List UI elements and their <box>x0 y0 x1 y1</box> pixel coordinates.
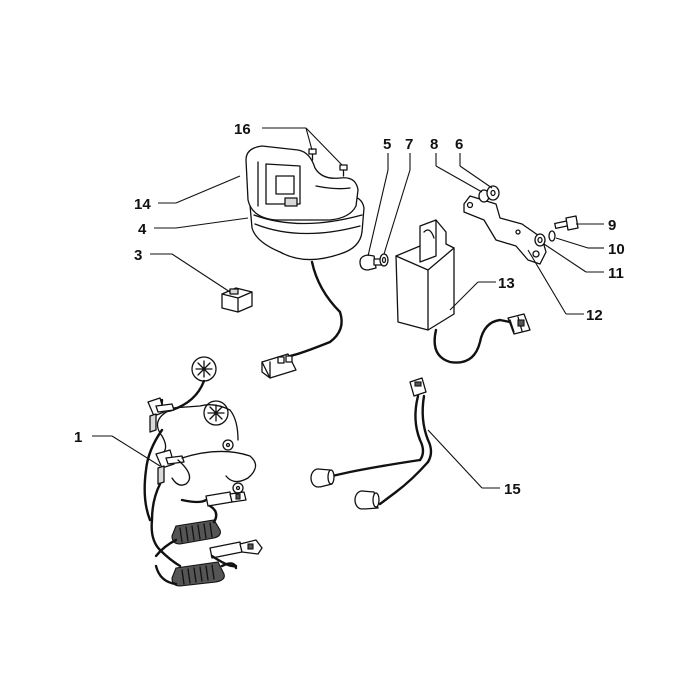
part-number-7: 7 <box>405 136 413 153</box>
part-number-10: 10 <box>608 241 625 258</box>
part-number-6: 6 <box>455 136 463 153</box>
nut-washer-8-6 <box>478 185 500 203</box>
part-number-1: 1 <box>74 429 82 446</box>
y-harness-15 <box>310 377 433 510</box>
part-number-11: 11 <box>608 265 624 282</box>
part-number-13: 13 <box>498 275 515 292</box>
part-number-15: 15 <box>504 481 521 498</box>
bolt-9-washers-10-11 <box>534 215 579 247</box>
part-number-3: 3 <box>134 247 142 264</box>
part-number-14: 14 <box>134 196 151 213</box>
screws-16 <box>308 148 348 177</box>
bolt-5-washer-7 <box>359 253 389 271</box>
part-number-4: 4 <box>138 221 147 238</box>
cushion-housing <box>245 145 365 379</box>
wiring-harness-1 <box>143 356 263 587</box>
part-number-5: 5 <box>383 136 391 153</box>
block-connector-3 <box>221 287 253 313</box>
leader-lines <box>92 127 604 489</box>
bracket-12 <box>463 195 547 265</box>
control-box-13 <box>395 219 531 364</box>
part-number-16: 16 <box>234 121 251 138</box>
part-number-labels: 16 14 4 3 5 7 8 6 9 10 11 12 13 15 1 <box>74 121 625 498</box>
part-number-12: 12 <box>586 307 603 324</box>
part-number-9: 9 <box>608 217 616 234</box>
part-number-8: 8 <box>430 136 438 153</box>
